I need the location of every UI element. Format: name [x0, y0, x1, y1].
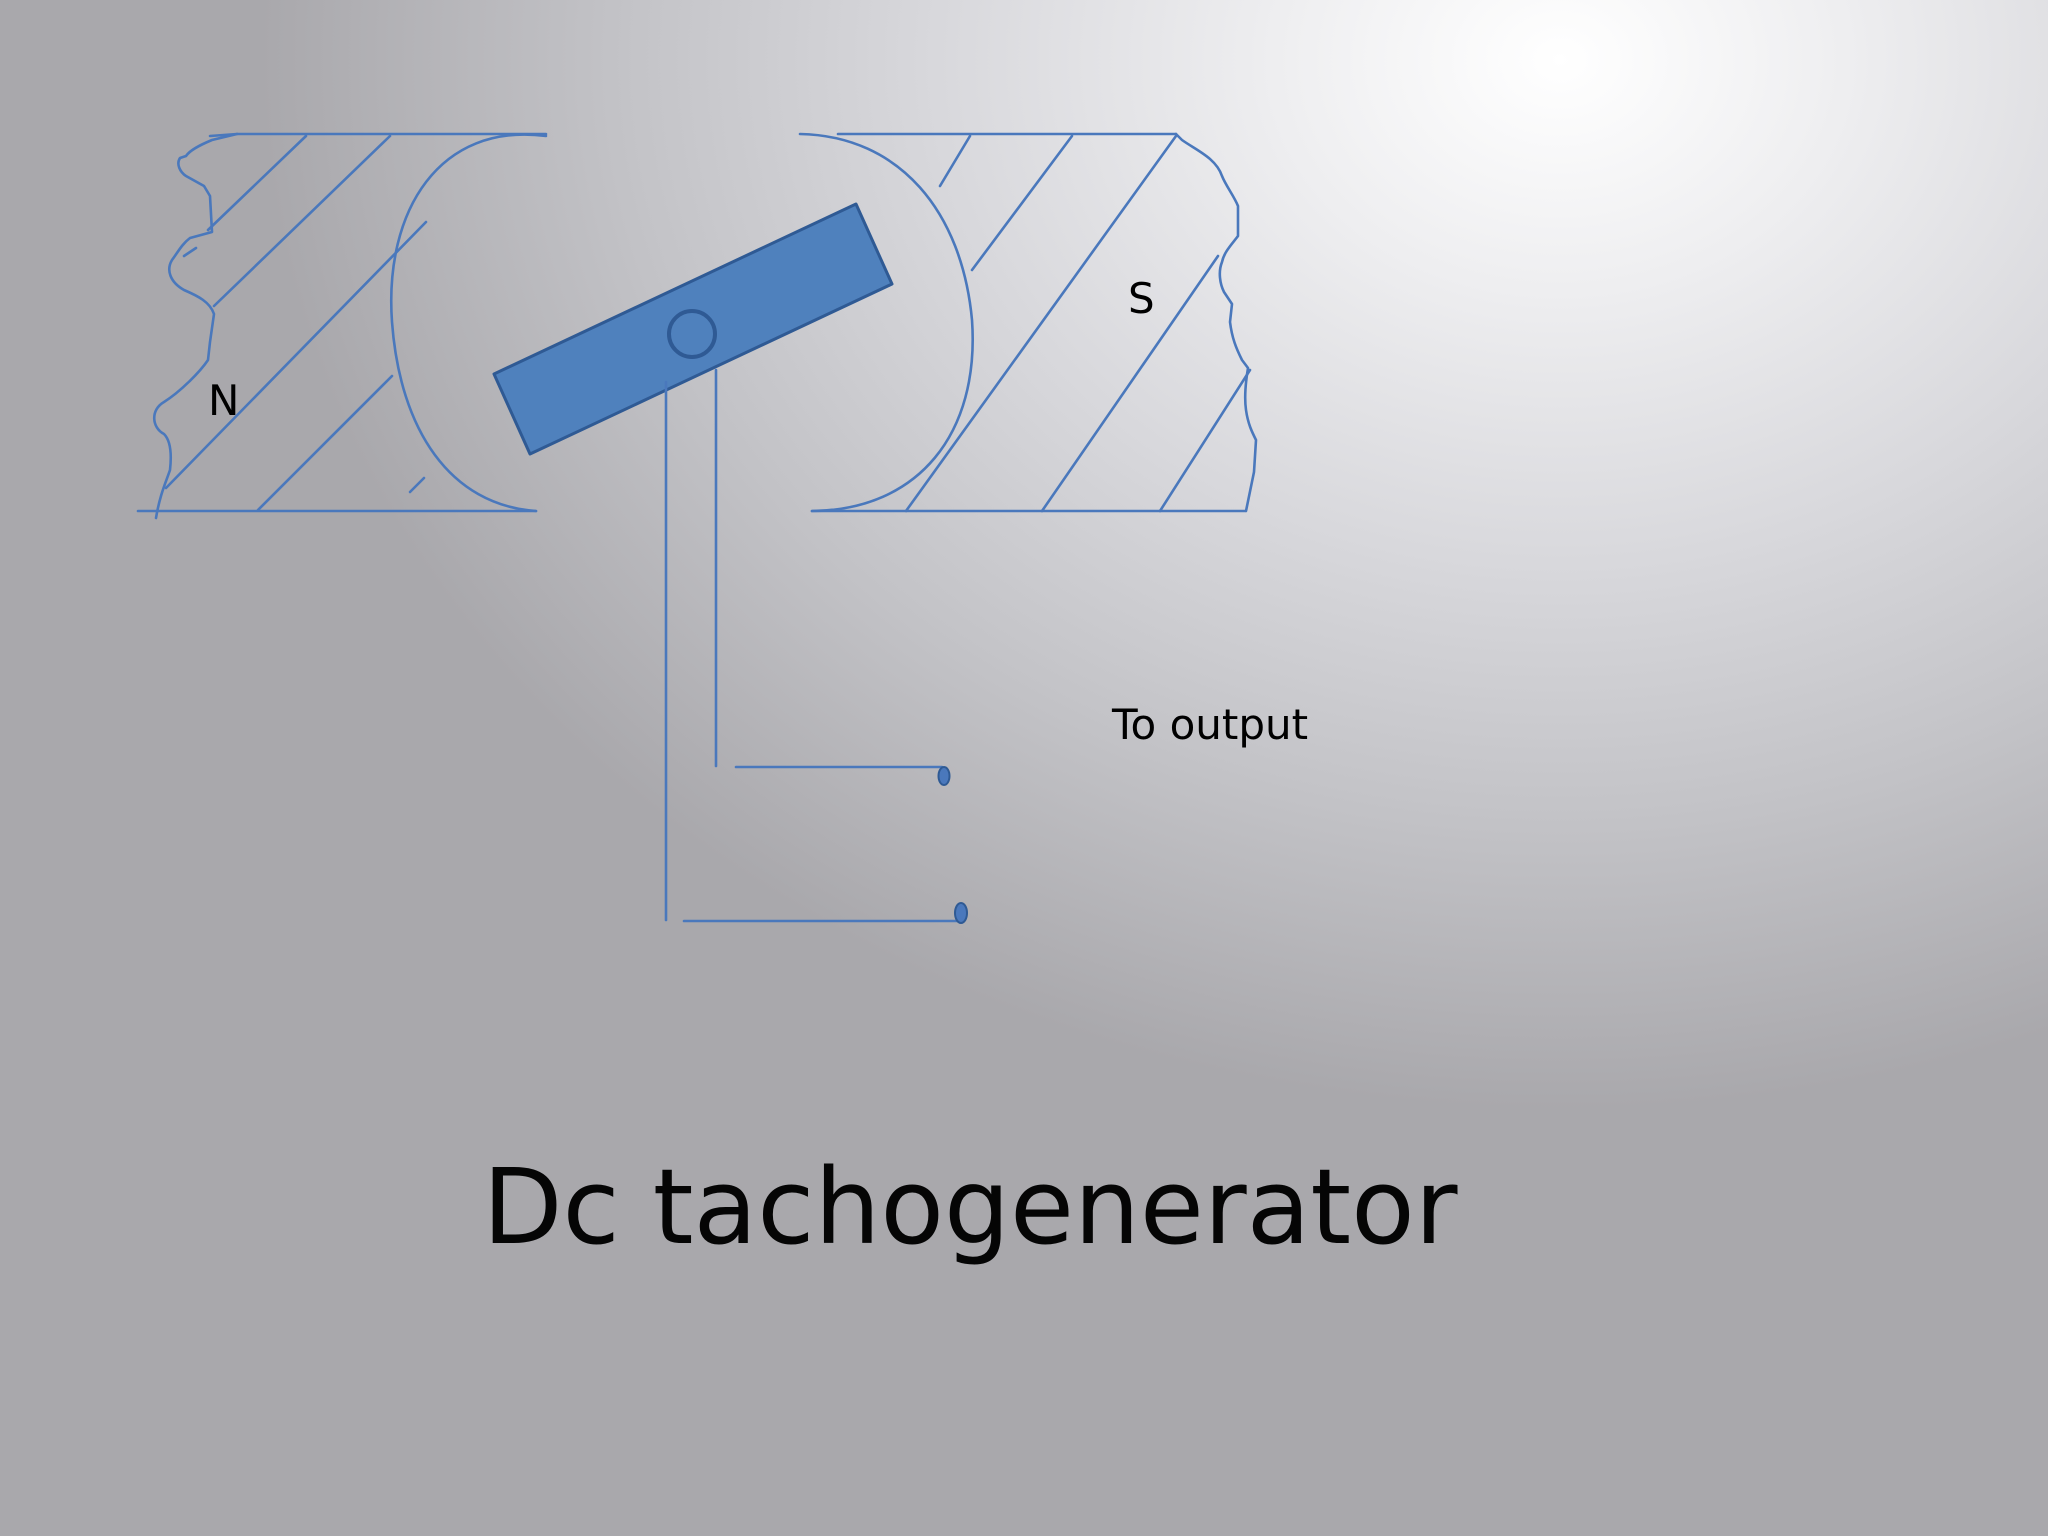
south-hatch-line: [938, 134, 972, 188]
slide-title: Dc tachogenerator: [482, 1146, 1458, 1268]
south-pole-label: S: [1128, 274, 1155, 323]
north-hatch-line: [182, 246, 198, 258]
north-hatch-line: [408, 476, 426, 494]
south-pole-face: [798, 132, 974, 513]
north-pole-top-edge: [208, 132, 548, 138]
output-label: To output: [1112, 700, 1309, 749]
output-terminal-lower: [954, 902, 968, 924]
output-leads: [664, 368, 968, 924]
south-hatch-line: [904, 134, 1178, 513]
north-pole-broken-edge: [152, 132, 239, 520]
south-pole-magnet: [798, 132, 1258, 513]
north-hatch-line: [212, 134, 392, 308]
north-pole-magnet: [136, 132, 548, 520]
output-terminal-upper: [937, 766, 951, 786]
south-hatch-line: [1158, 368, 1252, 513]
north-pole-label: N: [208, 376, 240, 425]
north-hatch-line: [164, 220, 428, 490]
south-pole-broken-edge: [1174, 132, 1258, 513]
north-pole-face: [389, 133, 548, 513]
south-hatch-line: [1040, 254, 1220, 513]
armature: [492, 202, 894, 456]
armature-bar: [492, 202, 894, 456]
north-hatch-line: [256, 374, 394, 512]
north-hatch-line: [206, 134, 308, 232]
south-hatch-line: [970, 134, 1074, 272]
armature-shaft: [667, 309, 717, 359]
